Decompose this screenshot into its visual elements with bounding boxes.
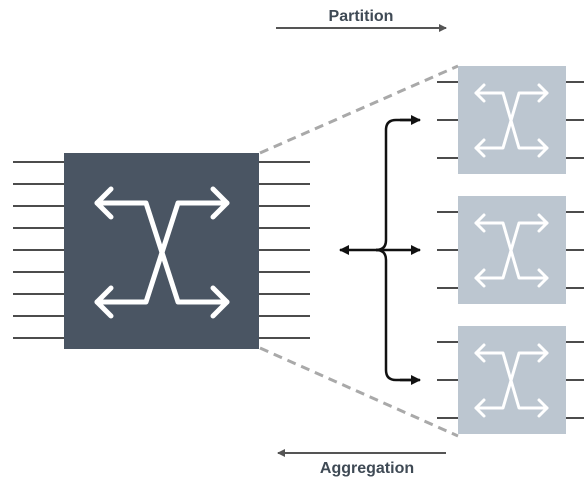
dashed-connector-top [259, 64, 459, 155]
brace-fanout-arrows [339, 115, 421, 385]
small-switch-1 [437, 66, 584, 174]
crossbar-switch-icon [474, 213, 549, 288]
dashed-connector-bottom [259, 346, 459, 438]
big-switch-ports-right [258, 161, 310, 339]
big-switch-ports-left [13, 161, 64, 339]
partition-label: Partition [329, 8, 394, 25]
small-switch-3 [437, 326, 584, 434]
crossbar-switch-icon [94, 186, 230, 319]
crossbar-switch-icon [474, 343, 549, 418]
aggregation-label: Aggregation [320, 460, 414, 477]
crossbar-switch-icon [474, 83, 549, 158]
small-switch-2 [437, 196, 584, 304]
big-switch [64, 153, 259, 349]
